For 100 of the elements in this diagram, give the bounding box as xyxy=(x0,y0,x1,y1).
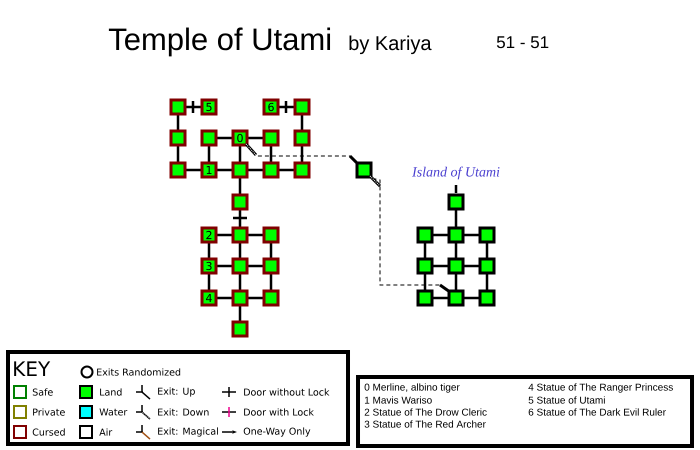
passage-line xyxy=(280,168,294,172)
note-text: 2 Statue of The Drow Cleric xyxy=(364,408,487,416)
legend-label: One-Way Only xyxy=(244,427,310,437)
room-box xyxy=(478,258,496,274)
passage-line xyxy=(464,264,478,268)
legend-label: Air xyxy=(99,428,112,436)
passage-line xyxy=(270,244,272,258)
room-box xyxy=(448,290,464,306)
passage-line xyxy=(176,146,180,162)
room-box xyxy=(200,130,218,146)
note-text: 3 Statue of The Red Archer xyxy=(364,420,486,428)
passage-line xyxy=(464,234,478,236)
room-box xyxy=(232,290,248,306)
passage-line xyxy=(280,106,294,108)
passage-line xyxy=(176,116,180,130)
passage-line xyxy=(454,210,458,226)
passage-line xyxy=(486,274,488,290)
legend-label: Safe xyxy=(32,388,53,396)
passage-line xyxy=(270,146,272,162)
passage-line xyxy=(238,244,242,258)
legend-label: Exits Randomized xyxy=(97,368,180,376)
legend-label: Cursed xyxy=(32,428,65,436)
passage-line xyxy=(218,136,232,140)
legend-label: Exit: Magical xyxy=(158,427,218,437)
room-box xyxy=(262,226,280,244)
passage-line xyxy=(208,274,210,290)
passage-line xyxy=(248,168,262,172)
room-box xyxy=(262,290,280,306)
passage-line xyxy=(454,274,458,290)
room-box xyxy=(416,226,434,244)
legend-label: Exit: Down xyxy=(158,408,209,416)
room-box: 2 xyxy=(200,226,218,244)
passage-line xyxy=(424,274,426,290)
legend-label: Land xyxy=(100,388,122,396)
room-box xyxy=(416,258,434,274)
passage-line xyxy=(300,116,304,130)
room-box xyxy=(170,162,186,178)
room-box xyxy=(294,130,310,146)
passage-line xyxy=(248,264,262,268)
note-text: 5 Statue of Utami xyxy=(528,396,605,404)
key-heading: KEY xyxy=(14,361,50,376)
room-box xyxy=(262,162,280,178)
passage-line xyxy=(238,146,242,162)
author-text: by Kariya xyxy=(350,36,432,54)
passage-line xyxy=(434,234,448,236)
legend-label: Water xyxy=(100,408,128,416)
passage-line xyxy=(186,168,200,172)
passage-line xyxy=(208,244,210,258)
passage-line xyxy=(248,136,262,140)
room-box xyxy=(356,162,372,178)
note-text: 0 Merline, albino tiger xyxy=(364,383,460,393)
room-box xyxy=(294,162,310,178)
legend-label: Door without Lock xyxy=(244,388,330,396)
passage-line xyxy=(218,234,232,236)
passage-line xyxy=(238,178,242,194)
passage-line xyxy=(238,274,242,290)
passage-line xyxy=(464,296,478,300)
passage-line xyxy=(186,106,200,108)
room-box xyxy=(262,130,280,146)
room-box xyxy=(170,98,186,116)
passage-line xyxy=(238,210,242,226)
room-box xyxy=(448,258,464,274)
room-box xyxy=(478,226,496,244)
note-text: 4 Statue of The Ranger Princess xyxy=(528,383,673,393)
room-box xyxy=(448,226,464,244)
level-range: 51 - 51 xyxy=(496,36,548,48)
title: Temple of Utami xyxy=(108,28,330,56)
passage-line xyxy=(208,146,210,162)
room-box: 3 xyxy=(200,258,218,274)
passage-line xyxy=(424,244,426,258)
note-text: 6 Statue of The Dark Evil Ruler xyxy=(528,408,666,416)
passage-line xyxy=(218,168,232,172)
note-text: 1 Mavis Wariso xyxy=(364,396,432,404)
passage-line xyxy=(454,244,458,258)
passage-line xyxy=(238,306,242,320)
legend-label: Door with Lock xyxy=(244,408,314,416)
room-box xyxy=(294,98,310,116)
passage-line xyxy=(486,244,488,258)
room-box xyxy=(232,320,248,338)
passage-line xyxy=(218,264,232,268)
room-box xyxy=(232,258,248,274)
room-box xyxy=(232,162,248,178)
room-box: 4 xyxy=(200,290,218,306)
passage-line xyxy=(248,234,262,236)
legend-label: Private xyxy=(33,408,65,416)
room-box xyxy=(170,130,186,146)
room-box xyxy=(262,258,280,274)
room-box: 0 xyxy=(232,130,248,146)
room-box: 5 xyxy=(200,98,218,116)
room-box xyxy=(232,194,248,210)
legend-label: Exit: Up xyxy=(158,387,195,397)
passage-line xyxy=(218,296,232,300)
area-label: Island of Utami xyxy=(412,166,500,180)
passage-line xyxy=(270,274,272,290)
passage-line xyxy=(434,296,448,300)
room-box: 1 xyxy=(200,162,218,178)
room-box: 6 xyxy=(262,98,280,116)
passage-line xyxy=(434,264,448,268)
room-box xyxy=(478,290,496,306)
passage-line xyxy=(248,296,262,300)
